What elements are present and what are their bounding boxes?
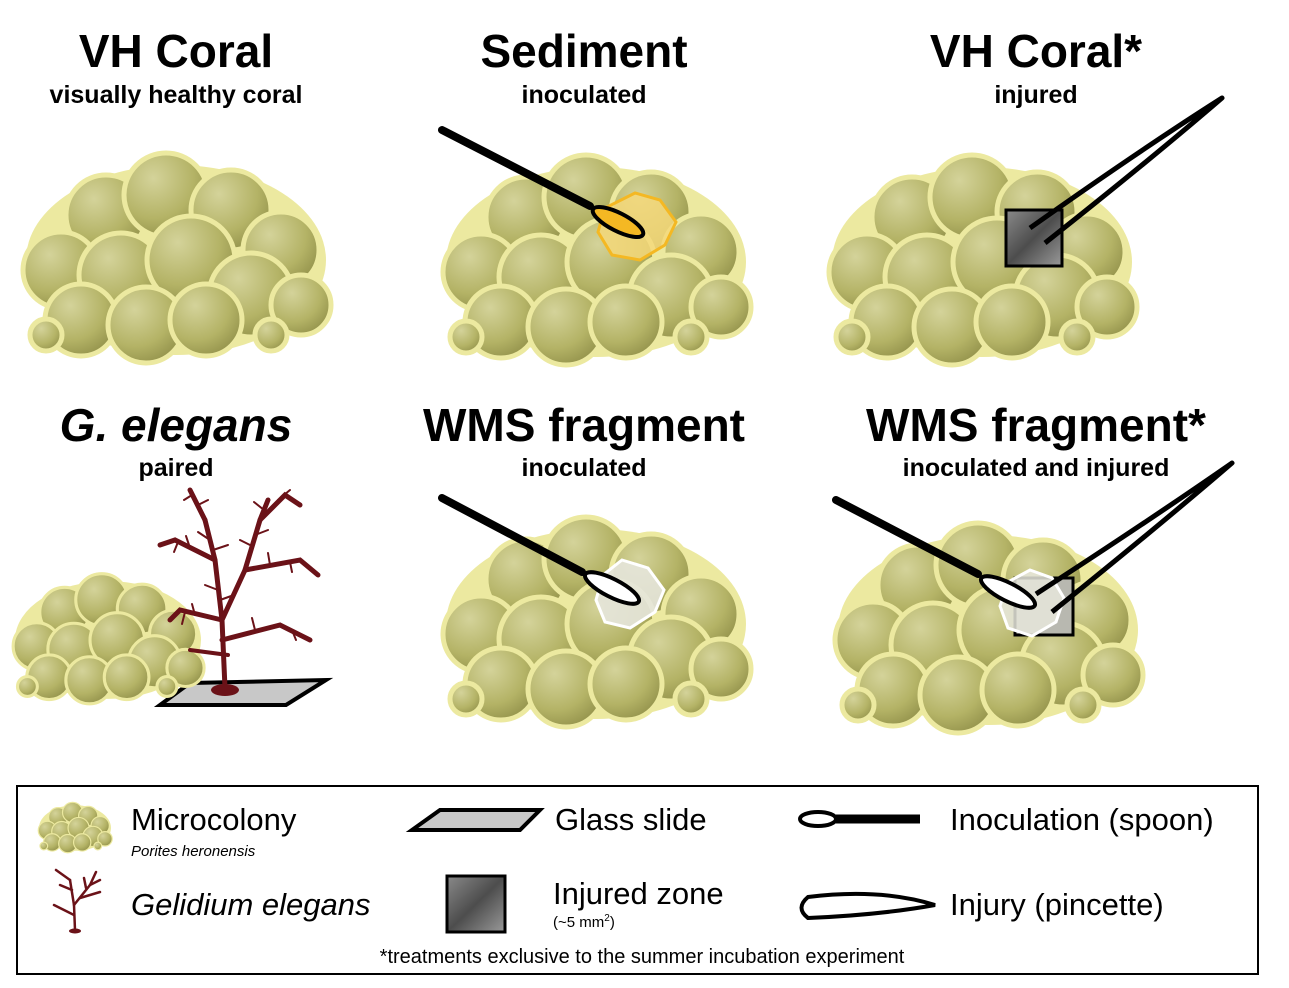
panel-title-wms-fragment: WMS fragment <box>423 399 745 451</box>
panel-subtitle-g-elegans: paired <box>138 454 214 482</box>
spoon-handle <box>832 496 982 578</box>
legend-injured-zone: Injured zone <box>553 876 724 911</box>
legend-microcolony-species: Porites heronensis <box>131 843 256 860</box>
panel-title-sediment: Sediment <box>480 25 688 77</box>
coral-colony <box>443 517 751 727</box>
panel-subtitle-wms-fragment-injured: inoculated and injured <box>902 454 1170 482</box>
legend-glass-slide: Glass slide <box>555 802 707 837</box>
panel-title-vh-coral-injured: VH Coral* <box>929 25 1143 77</box>
legend-microcolony: Microcolony <box>131 802 297 837</box>
spoon-handle <box>438 126 594 210</box>
spoon-head <box>582 570 642 606</box>
coral-colony <box>443 155 751 365</box>
legend-injury: Injury (pincette) <box>950 887 1164 922</box>
pincette <box>1034 460 1235 614</box>
coral-colony <box>23 153 331 363</box>
legend-injured-zone-size: (~5 mm2) <box>553 913 615 931</box>
glass-slide-icon <box>405 808 545 832</box>
legend-box <box>16 785 1259 975</box>
legend-inoculation: Inoculation (spoon) <box>950 802 1214 837</box>
panel-subtitle-sediment: inoculated <box>521 81 647 109</box>
glass-slide <box>153 677 334 707</box>
coral-colony <box>11 572 206 706</box>
legend-gelidium: Gelidium elegans <box>131 887 371 922</box>
spoon-handle <box>438 494 586 576</box>
gelidium-algae <box>157 487 321 696</box>
panel-subtitle-vh-coral-injured: injured <box>994 81 1078 109</box>
pincette <box>1028 95 1225 245</box>
spoon-head <box>978 574 1038 610</box>
legend-footnote: *treatments exclusive to the summer incu… <box>379 946 905 968</box>
panel-subtitle-wms-fragment: inoculated <box>521 454 647 482</box>
panel-title-vh-coral: VH Coral <box>78 25 274 77</box>
pincette-icon <box>799 891 936 921</box>
injured-zone-icon <box>445 874 507 934</box>
panel-title-g-elegans: G. elegans <box>59 399 293 451</box>
gelidium-icon <box>52 868 102 934</box>
panel-subtitle-vh-coral: visually healthy coral <box>49 81 303 109</box>
spoon-icon <box>798 810 838 828</box>
panel-title-wms-fragment-injured: WMS fragment* <box>866 399 1206 451</box>
spoon-head <box>590 204 646 240</box>
